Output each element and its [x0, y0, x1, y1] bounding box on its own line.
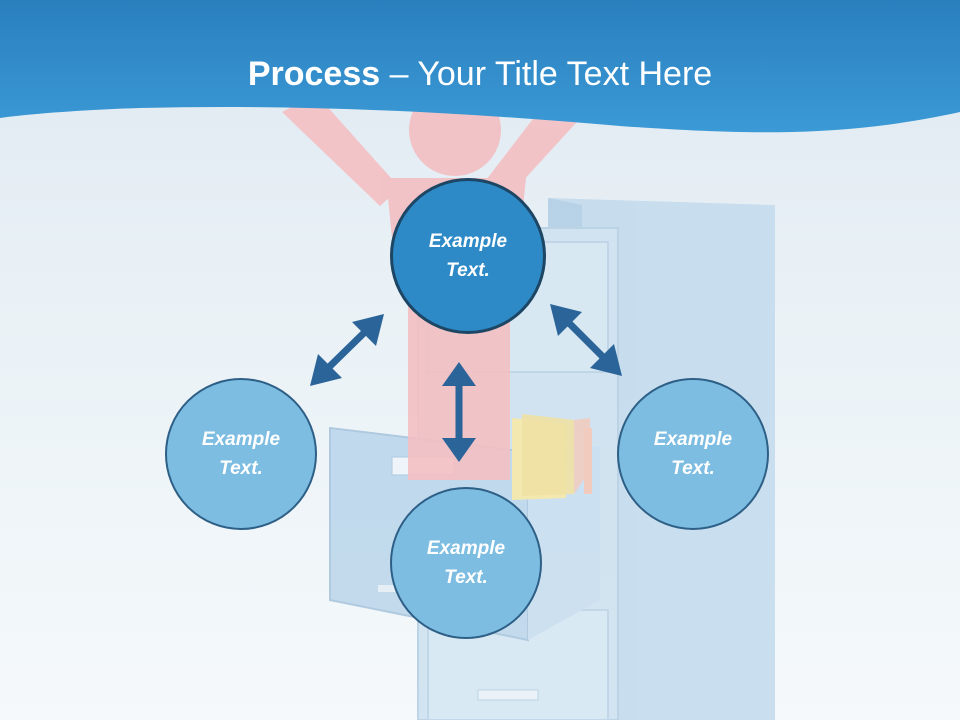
double-arrow-icon — [442, 362, 476, 462]
node-top-line2: Text. — [446, 260, 490, 281]
title-bold: Process — [247, 55, 381, 93]
node-left-line1: Example — [201, 429, 281, 450]
node-left: Example Text. — [165, 378, 317, 530]
node-right-line2: Text. — [671, 458, 715, 479]
node-bottom-line1: Example — [426, 538, 506, 559]
node-top: Example Text. — [390, 178, 546, 334]
node-left-line2: Text. — [219, 458, 263, 479]
slide-title: Process – Your Title Text Here — [0, 52, 960, 96]
node-bottom: Example Text. — [390, 487, 542, 639]
double-arrow-icon — [550, 304, 622, 376]
double-arrow-icon — [310, 314, 384, 386]
node-top-line1: Example — [428, 231, 508, 252]
node-right-line1: Example — [653, 429, 733, 450]
node-right: Example Text. — [617, 378, 769, 530]
header-band — [0, 0, 960, 133]
node-bottom-line2: Text. — [444, 567, 488, 588]
title-rest: – Your Title Text Here — [380, 55, 713, 93]
